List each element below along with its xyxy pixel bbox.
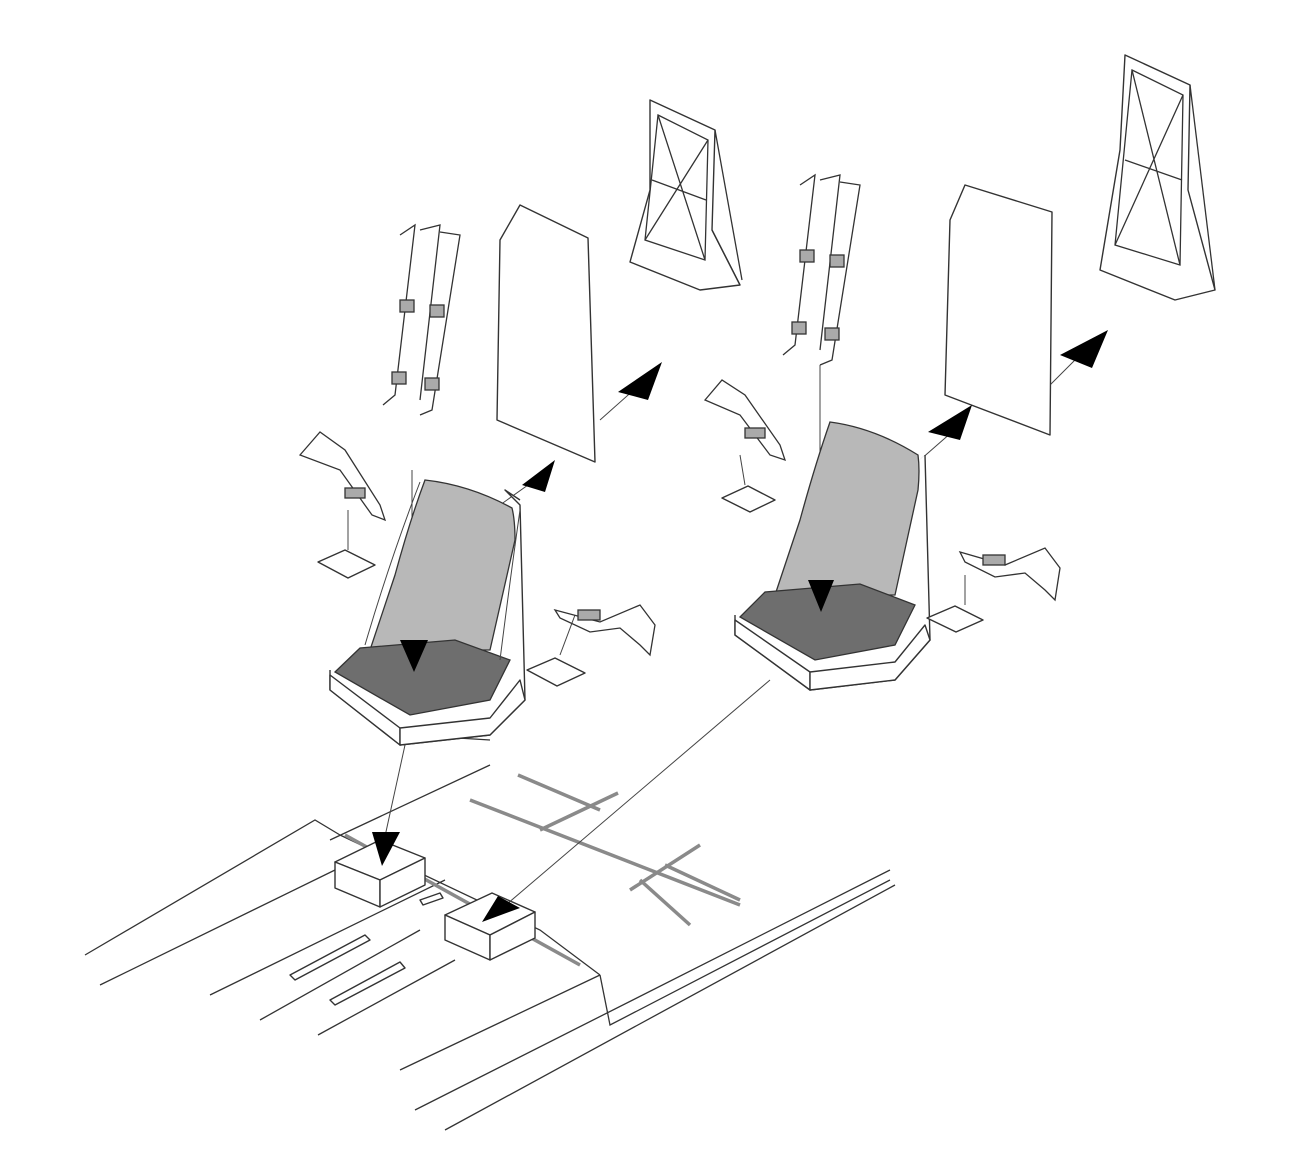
seat-back-cushion-right bbox=[774, 421, 920, 596]
arrow-icon bbox=[618, 362, 662, 400]
seat-left bbox=[329, 479, 526, 746]
lap-belt-right-1 bbox=[703, 379, 787, 462]
seat-mount-left bbox=[334, 839, 426, 908]
seat-cushion-right bbox=[738, 583, 916, 661]
arrow-icon bbox=[482, 896, 520, 922]
armor-plate-right bbox=[944, 184, 1053, 436]
seat-right bbox=[734, 421, 931, 691]
headrest-frame-left bbox=[629, 99, 743, 291]
mount-square-1 bbox=[317, 549, 376, 579]
arrow-icon bbox=[1060, 330, 1108, 368]
lap-belt-left-2 bbox=[553, 604, 656, 657]
arrow-icon bbox=[522, 460, 555, 492]
mount-square-4 bbox=[926, 605, 984, 633]
assembly-arrows bbox=[372, 330, 1108, 922]
armor-plate-left bbox=[496, 204, 596, 463]
floor-strips bbox=[289, 892, 444, 1006]
lap-belt-left-1 bbox=[298, 431, 387, 522]
seat-back-cushion-left bbox=[369, 479, 516, 651]
arrow-icon bbox=[400, 640, 428, 672]
seat-cushion-left bbox=[333, 639, 511, 716]
arrow-icon bbox=[372, 832, 400, 866]
headrest-frame-right bbox=[1099, 54, 1216, 301]
seat-mount-right bbox=[444, 892, 536, 961]
arrow-icon bbox=[928, 405, 972, 440]
arrow-icon bbox=[808, 580, 834, 612]
harness-left bbox=[382, 223, 461, 416]
harness-right bbox=[782, 173, 861, 366]
mount-square-2 bbox=[526, 657, 586, 687]
mount-square-3 bbox=[721, 485, 776, 513]
lap-belt-right-2 bbox=[958, 547, 1061, 602]
